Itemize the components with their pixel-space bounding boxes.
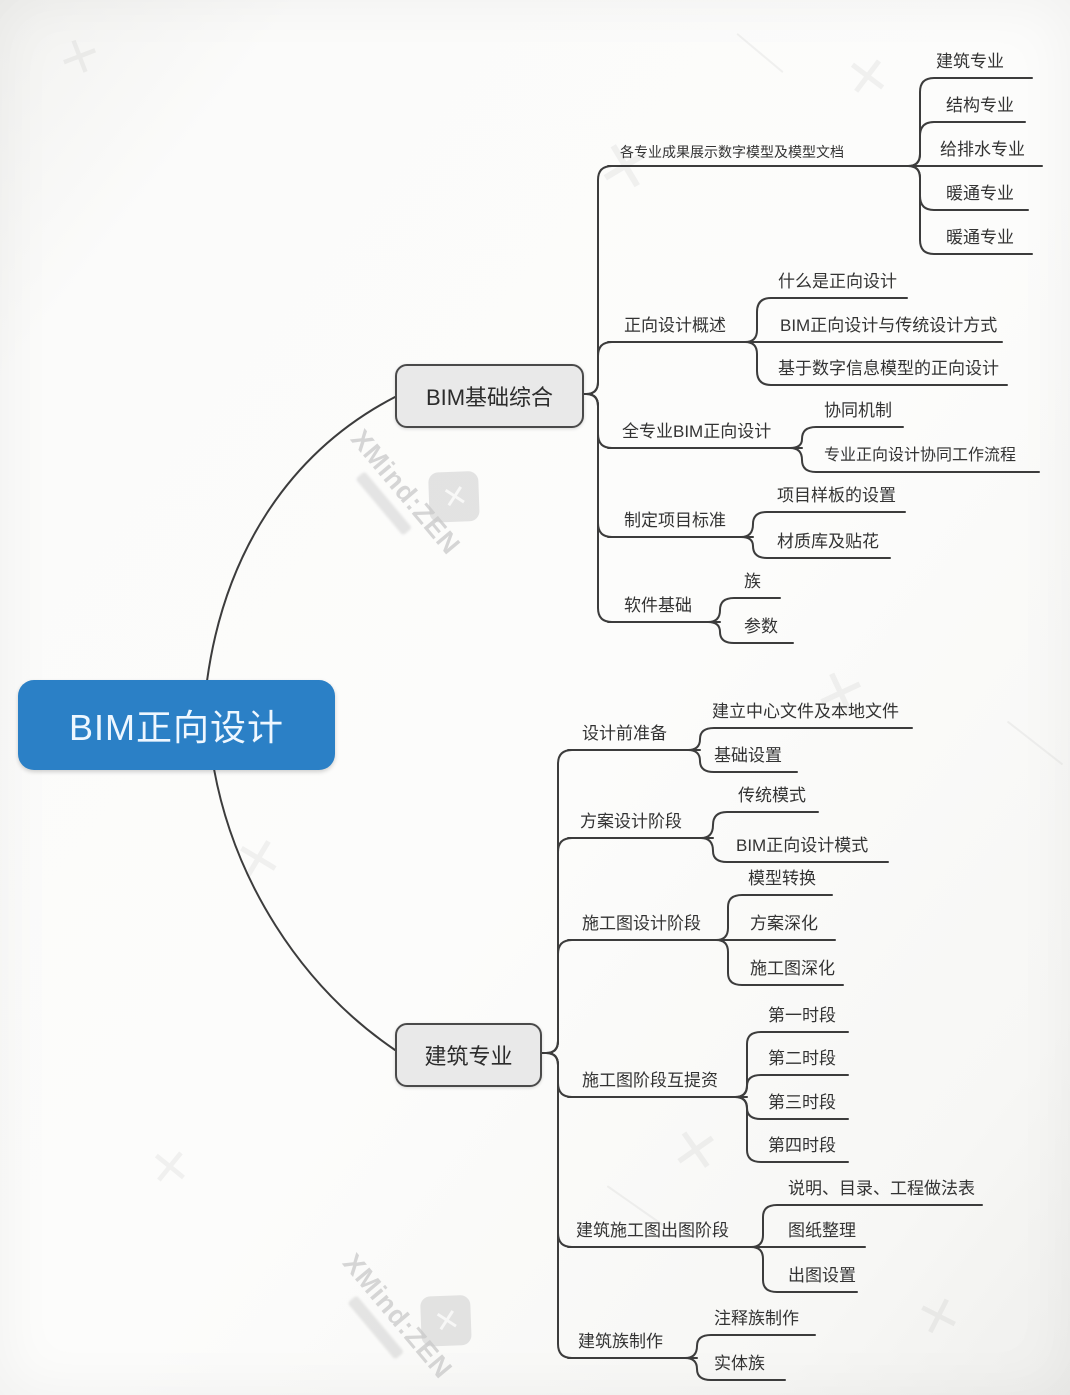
topic-b1-4[interactable]: 软件基础 — [624, 596, 692, 615]
topic-b1-0[interactable]: 各专业成果展示数字模型及模型文档 — [620, 144, 844, 160]
subtopic-b1-4-1[interactable]: 参数 — [744, 617, 778, 636]
subtopic-b2-4-1[interactable]: 图纸整理 — [788, 1221, 856, 1240]
topic-b2-2[interactable]: 施工图设计阶段 — [582, 914, 701, 933]
subtopic-b1-1-0[interactable]: 什么是正向设计 — [778, 272, 897, 291]
subtopic-b1-0-0[interactable]: 建筑专业 — [936, 52, 1004, 71]
branch-node-architecture[interactable]: 建筑专业 — [395, 1023, 542, 1087]
topic-b2-5[interactable]: 建筑族制作 — [578, 1332, 663, 1351]
subtopic-b2-0-1[interactable]: 基础设置 — [714, 746, 782, 765]
subtopic-b2-3-1[interactable]: 第二时段 — [768, 1049, 836, 1068]
topic-b1-3[interactable]: 制定项目标准 — [624, 511, 726, 530]
topic-b1-1[interactable]: 正向设计概述 — [624, 316, 726, 335]
subtopic-b2-2-1[interactable]: 方案深化 — [750, 914, 818, 933]
subtopic-b2-3-0[interactable]: 第一时段 — [768, 1006, 836, 1025]
subtopic-b2-2-0[interactable]: 模型转换 — [748, 869, 816, 888]
topic-b1-2[interactable]: 全专业BIM正向设计 — [622, 422, 772, 441]
subtopic-b1-0-1[interactable]: 结构专业 — [946, 96, 1014, 115]
subtopic-b1-1-1[interactable]: BIM正向设计与传统设计方式 — [780, 316, 998, 335]
subtopic-b2-4-2[interactable]: 出图设置 — [788, 1266, 856, 1285]
subtopic-b2-1-0[interactable]: 传统模式 — [738, 786, 806, 805]
topic-b2-1[interactable]: 方案设计阶段 — [580, 812, 682, 831]
subtopic-b1-1-2[interactable]: 基于数字信息模型的正向设计 — [778, 359, 999, 378]
subtopic-b2-4-0[interactable]: 说明、目录、工程做法表 — [788, 1179, 975, 1198]
branch-node-bim-basics[interactable]: BIM基础综合 — [395, 364, 584, 428]
subtopic-b1-2-1[interactable]: 专业正向设计协同工作流程 — [824, 447, 1017, 464]
subtopic-b1-3-0[interactable]: 项目样板的设置 — [777, 486, 896, 505]
topic-b2-0[interactable]: 设计前准备 — [582, 724, 667, 743]
topic-b2-4[interactable]: 建筑施工图出图阶段 — [576, 1221, 729, 1240]
subtopic-b1-0-3[interactable]: 暖通专业 — [946, 184, 1014, 203]
subtopic-b1-3-1[interactable]: 材质库及贴花 — [777, 532, 879, 551]
subtopic-b2-0-0[interactable]: 建立中心文件及本地文件 — [712, 702, 899, 721]
subtopic-b1-0-2[interactable]: 给排水专业 — [940, 140, 1025, 159]
subtopic-b2-1-1[interactable]: BIM正向设计模式 — [736, 836, 869, 855]
subtopic-b2-3-3[interactable]: 第四时段 — [768, 1136, 836, 1155]
subtopic-b1-0-4[interactable]: 暖通专业 — [946, 228, 1014, 247]
subtopic-b2-2-2[interactable]: 施工图深化 — [750, 959, 835, 978]
subtopic-b1-4-0[interactable]: 族 — [744, 572, 761, 591]
topic-b2-3[interactable]: 施工图阶段互提资 — [582, 1071, 718, 1090]
subtopic-b2-5-1[interactable]: 实体族 — [714, 1354, 765, 1373]
subtopic-b1-2-0[interactable]: 协同机制 — [824, 401, 892, 420]
subtopic-b2-3-2[interactable]: 第三时段 — [768, 1093, 836, 1112]
root-topic[interactable]: BIM正向设计 — [18, 680, 335, 770]
subtopic-b2-5-0[interactable]: 注释族制作 — [714, 1309, 799, 1328]
